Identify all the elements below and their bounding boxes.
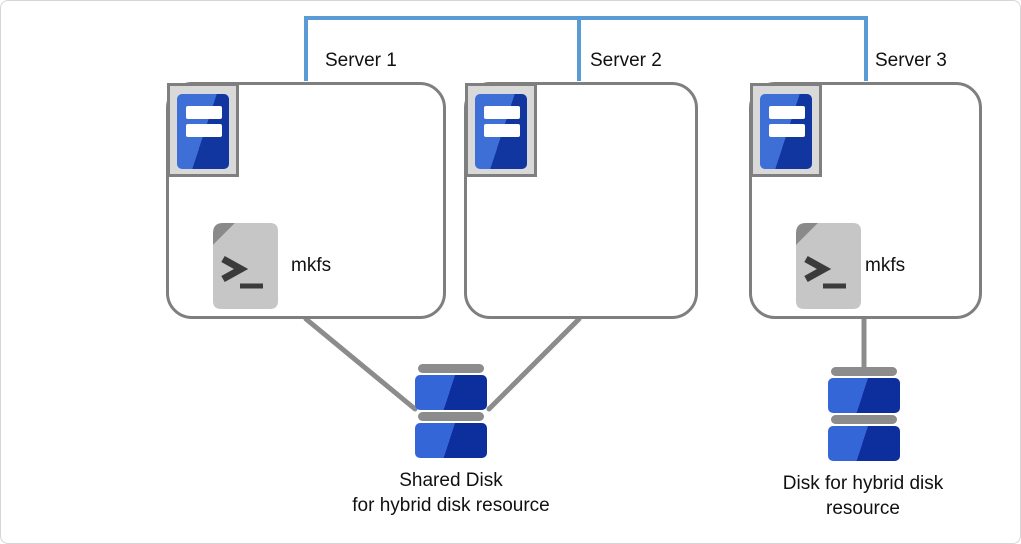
mkfs-command-label: mkfs <box>865 255 906 276</box>
server-drive-bay <box>484 124 520 137</box>
disk-platter <box>828 378 900 413</box>
disk-platter <box>828 426 900 461</box>
shared-disk-label-line2: for hybrid disk resource <box>352 495 550 516</box>
server-drive-bay <box>484 106 520 119</box>
disk-platter <box>415 423 487 458</box>
server2-label: Server 2 <box>590 50 662 71</box>
server-tower-icon <box>750 83 822 177</box>
shared-disk-label: Shared Disk for hybrid disk resource <box>331 468 571 518</box>
server-drive-bay <box>186 106 222 119</box>
terminal-script-icon <box>213 223 278 309</box>
mkfs-command-label: mkfs <box>291 255 332 276</box>
terminal-script-icon <box>796 223 861 309</box>
hybrid-disk-label: Disk for hybrid disk resource <box>743 471 983 521</box>
server-tower-body <box>475 94 527 169</box>
server2-box <box>464 82 698 319</box>
disk-cap <box>831 367 897 376</box>
disk-cap <box>831 415 897 424</box>
shared-disk-label-line1: Shared Disk <box>399 470 503 491</box>
disk-cap <box>418 364 484 373</box>
server-tower-icon <box>167 83 239 177</box>
server-tower-body <box>760 94 812 169</box>
server-tower-icon <box>465 83 537 177</box>
server3-label: Server 3 <box>875 50 947 71</box>
server-drive-bay <box>769 124 805 137</box>
server-drive-bay <box>186 124 222 137</box>
server-tower-body <box>177 94 229 169</box>
server1-shared-disk-connector <box>303 316 418 412</box>
disk-stack-icon <box>415 364 487 458</box>
hybrid-disk-label-line1: Disk for hybrid disk <box>782 473 944 494</box>
hybrid-disk-label-line2: resource <box>826 498 900 519</box>
disk-stack-icon <box>828 367 900 461</box>
disk-cap <box>418 412 484 421</box>
server2-shared-disk-connector <box>486 316 582 412</box>
disk-platter <box>415 375 487 410</box>
network-link-line <box>304 16 868 81</box>
server-drive-bay <box>769 106 805 119</box>
server1-label: Server 1 <box>325 50 397 71</box>
